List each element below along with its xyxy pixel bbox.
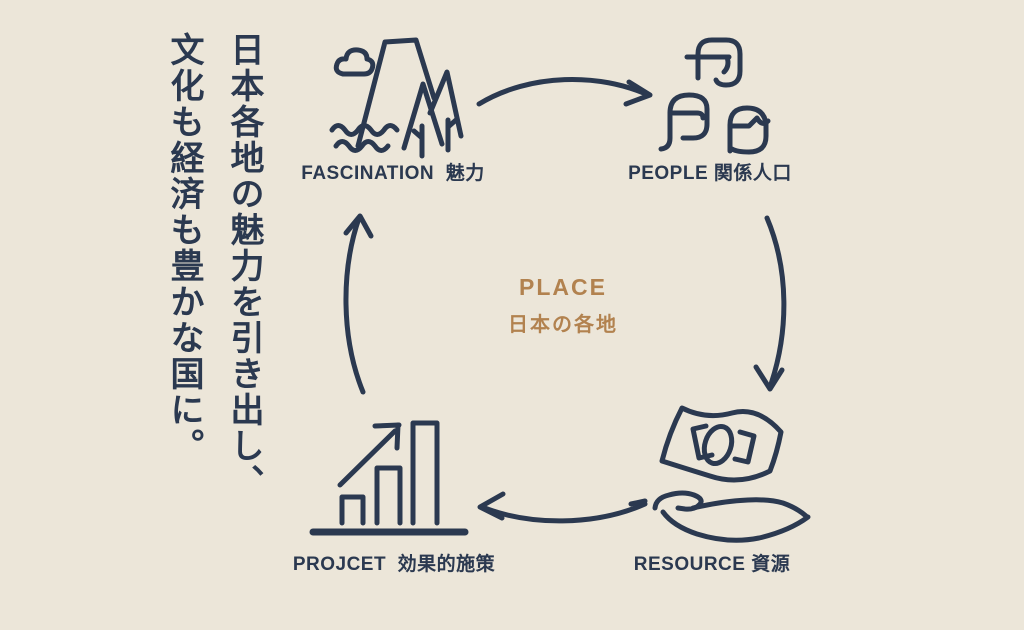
label-people: PEOPLE 関係人口 [628, 163, 792, 184]
arrow-people-to-resource [753, 215, 787, 392]
vertical-headline: 日本各地の魅力を引き出し、 文化も経済も豊かな国に。 [164, 32, 264, 500]
arrow-fascination-to-people [476, 77, 653, 107]
arrow-resource-to-project [477, 491, 648, 524]
arrow-project-to-fascination [343, 213, 374, 395]
label-resource: RESOURCE 資源 [633, 554, 791, 575]
place-subtitle: 日本の各地 [508, 314, 618, 336]
place-title: PLACE [519, 274, 607, 300]
banknote-in-hand-icon [628, 405, 811, 543]
growth-bar-chart-icon [309, 420, 469, 536]
center-place-block: PLACE 日本の各地 [463, 274, 663, 337]
mountain-nature-icon [329, 37, 464, 159]
label-fascination: FASCINATION 魅力 [301, 163, 485, 184]
three-people-icon [658, 37, 771, 155]
label-project: PROJCET 効果的施策 [292, 554, 496, 575]
